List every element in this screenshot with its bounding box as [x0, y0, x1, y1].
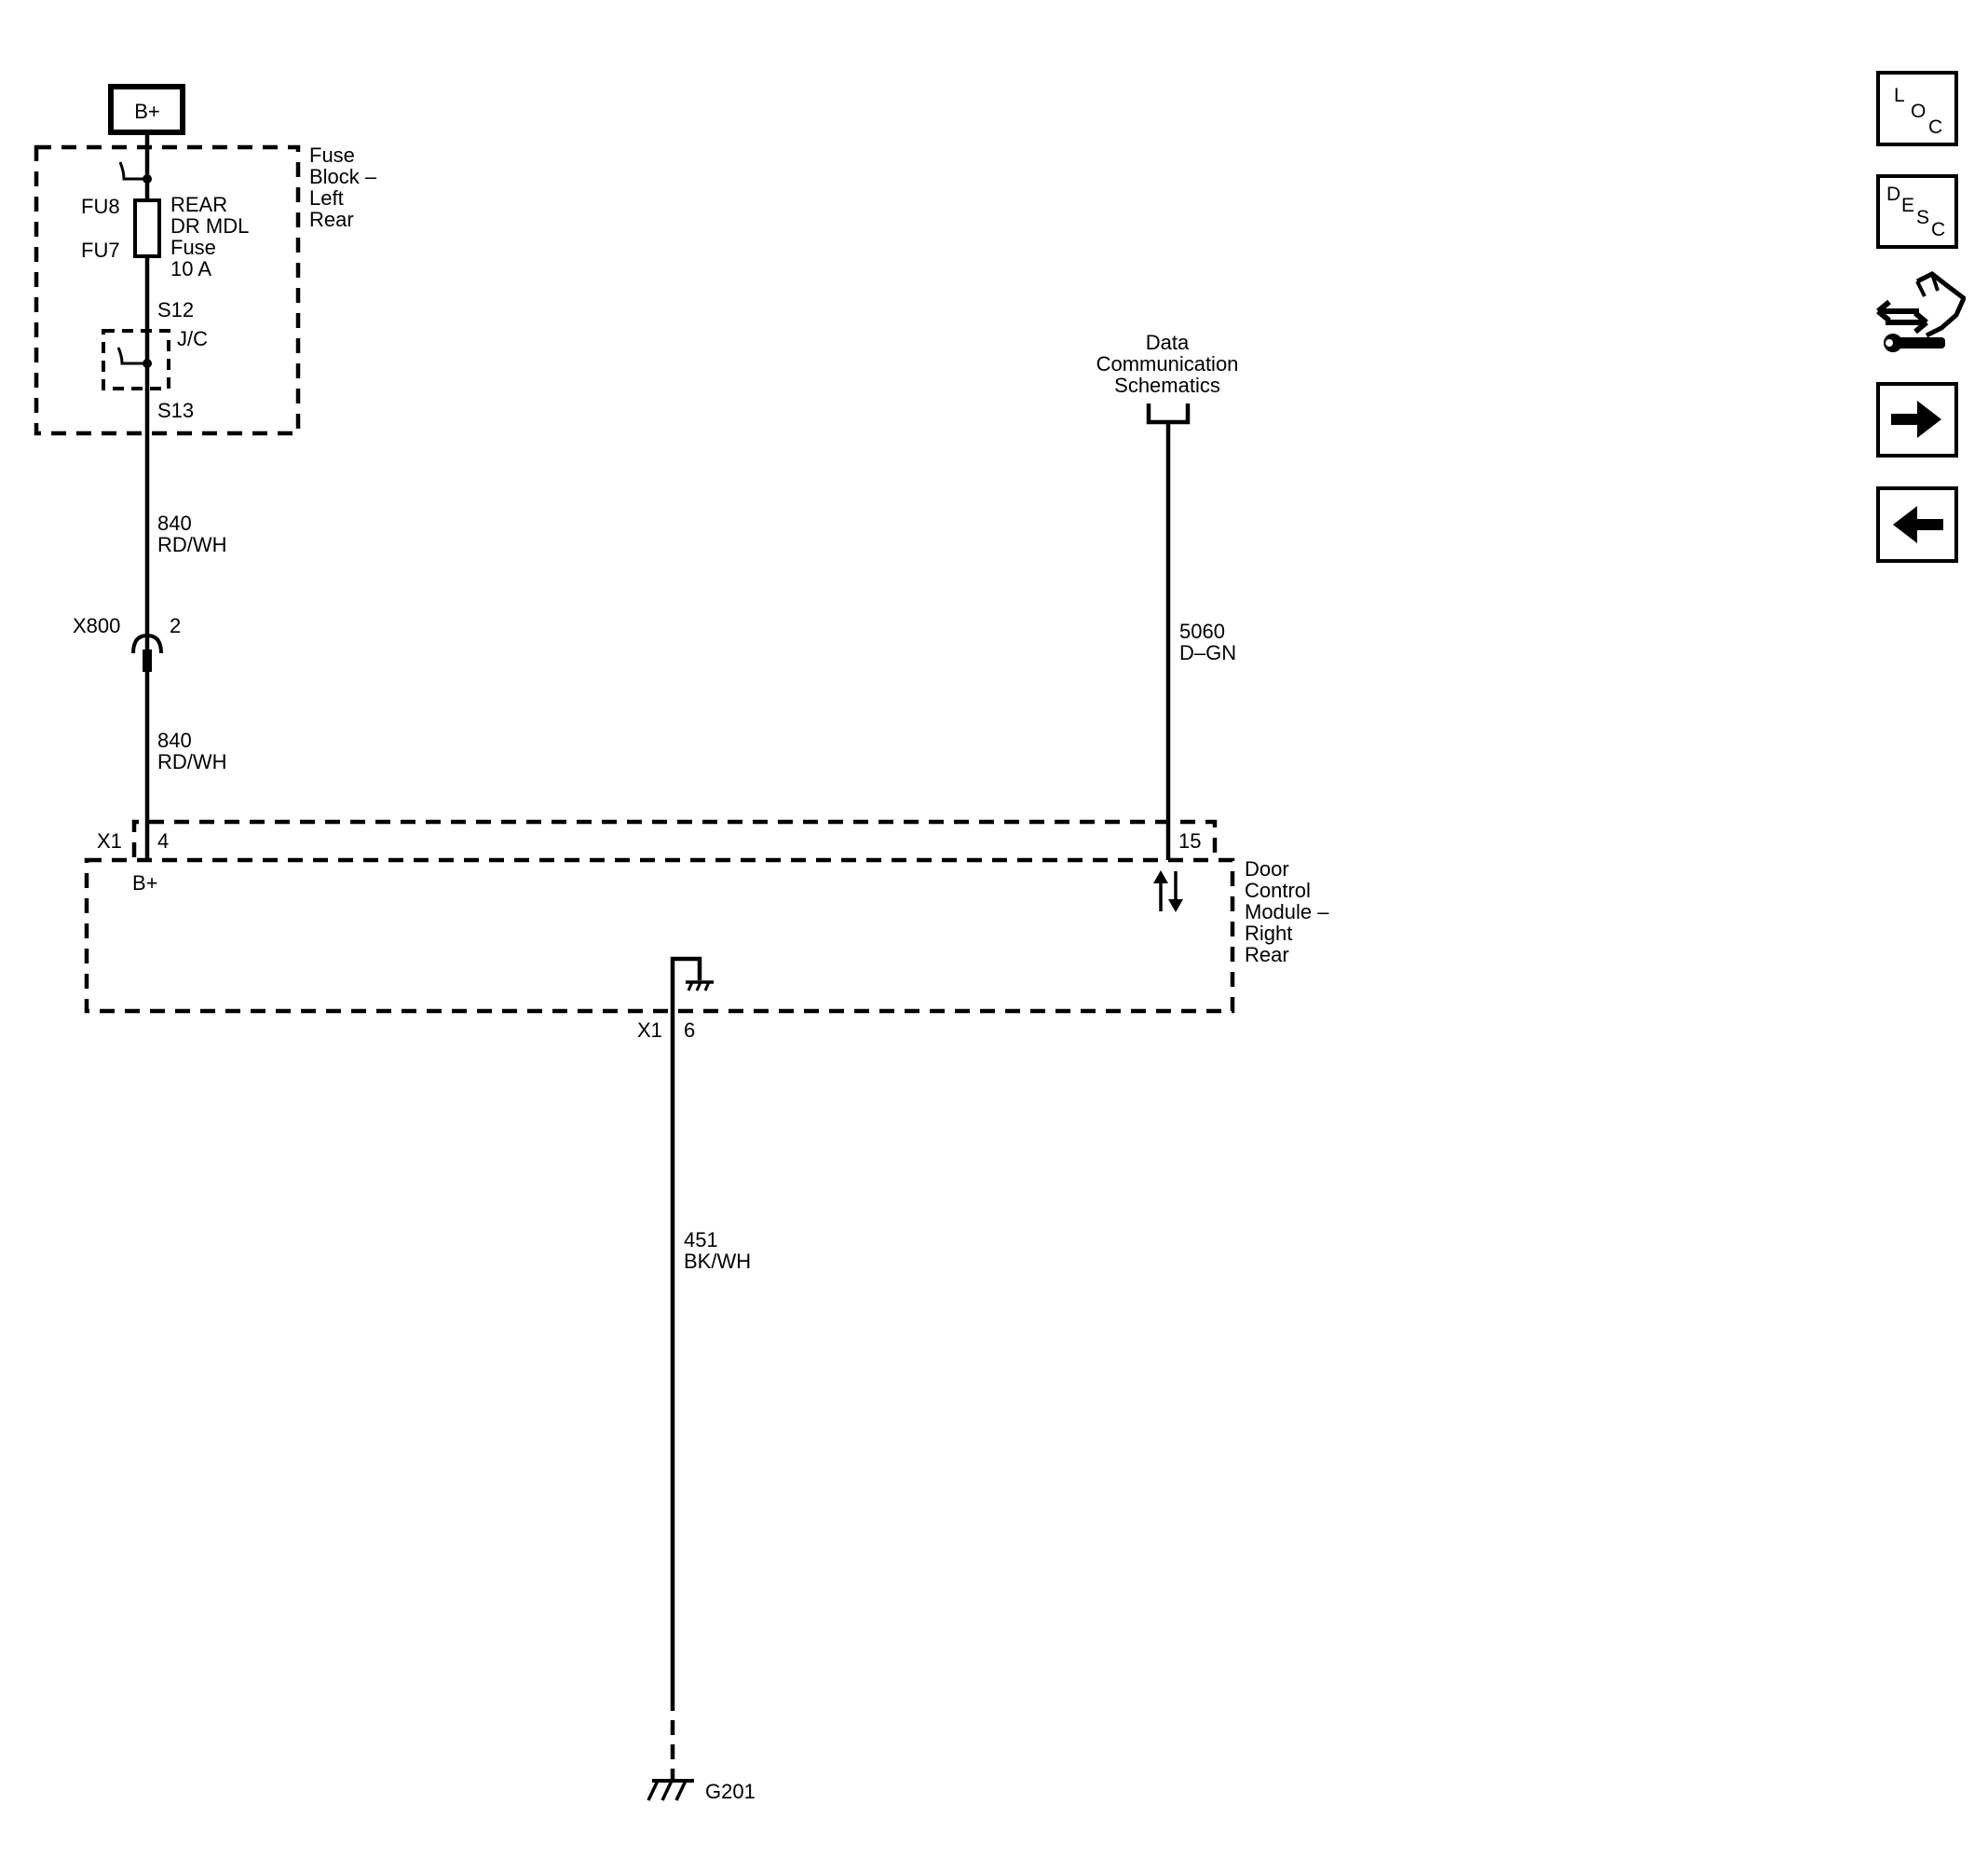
svg-text:REAR: REAR — [170, 193, 227, 216]
inline-connector-x800-pin: 2 — [170, 614, 181, 637]
door-control-module-name: Door Control Module – Right Rear — [1245, 857, 1329, 966]
fuse-symbol — [133, 198, 161, 258]
fuse-id-fu8: FU8 — [81, 195, 120, 218]
module-ground-connector-label: X1 — [637, 1018, 662, 1042]
inline-connector-x800 — [131, 633, 163, 672]
svg-text:Rear: Rear — [309, 208, 354, 231]
fuse-terminal-fu8 — [118, 161, 147, 181]
desc-letter-s: S — [1916, 207, 1930, 228]
wire-840-color-lower: RD/WH — [157, 750, 227, 773]
svg-text:Left: Left — [309, 186, 344, 210]
module-internal-ground — [670, 956, 702, 1011]
junction-connector-label: J/C — [177, 327, 208, 350]
module-pin-power-label: B+ — [132, 871, 158, 895]
splice-s12-label: S12 — [157, 298, 194, 321]
power-source-label: B+ — [134, 100, 160, 123]
svg-text:Control: Control — [1245, 879, 1311, 902]
wire-5060-color: D–GN — [1179, 641, 1236, 664]
module-pin-15: 15 — [1178, 829, 1201, 853]
loc-letter-l: L — [1894, 85, 1905, 106]
data-communication-reference: Data Communication Schematics — [1096, 331, 1239, 397]
svg-text:Module –: Module – — [1245, 900, 1329, 923]
svg-text:Right: Right — [1245, 922, 1292, 945]
ground-g201-label: G201 — [705, 1780, 756, 1803]
wire-451-color: BK/WH — [684, 1250, 751, 1273]
fuse-description: REAR DR MDL Fuse 10 A — [170, 193, 249, 280]
svg-text:Communication: Communication — [1096, 352, 1239, 376]
junction-connector-outline — [102, 329, 170, 390]
diagnostic-hand-wrench-button[interactable] — [1872, 270, 1968, 362]
loc-letter-o: O — [1911, 101, 1927, 122]
module-ground-symbol — [686, 980, 714, 991]
svg-text:DR MDL: DR MDL — [170, 214, 249, 238]
desc-letter-e: E — [1901, 195, 1915, 216]
bidirectional-data-arrows — [1153, 870, 1183, 912]
svg-text:Block –: Block – — [309, 165, 377, 188]
wire-840-circuit-lower: 840 — [157, 729, 192, 752]
wire-5060-circuit: 5060 — [1179, 620, 1225, 643]
wire-840-color-upper: RD/WH — [157, 533, 227, 556]
arrow-left-icon — [1893, 506, 1943, 543]
module-connector-x1-label: X1 — [97, 829, 122, 853]
location-button[interactable]: L O C — [1876, 71, 1958, 146]
svg-text:Fuse: Fuse — [309, 144, 355, 167]
desc-letter-c: C — [1931, 219, 1946, 240]
fuse-block-outline — [34, 144, 301, 436]
ground-g201-symbol — [647, 1779, 694, 1801]
module-pin-6: 6 — [684, 1018, 695, 1042]
module-connector-x1-outline — [131, 819, 1218, 857]
svg-text:Data: Data — [1146, 331, 1190, 354]
svg-text:Rear: Rear — [1245, 943, 1289, 966]
power-source-b-plus: B+ — [108, 84, 185, 135]
wire-451-circuit: 451 — [684, 1228, 718, 1251]
loc-letter-c: C — [1928, 116, 1943, 138]
svg-text:Door: Door — [1245, 857, 1289, 881]
description-button[interactable]: D E S C — [1876, 174, 1958, 249]
fuse-block-name: Fuse Block – Left Rear — [309, 144, 377, 231]
hand-wrench-icon — [1876, 271, 1968, 352]
previous-page-button[interactable] — [1876, 486, 1958, 563]
reference-bracket — [1146, 403, 1191, 425]
module-pin-4: 4 — [157, 829, 169, 853]
svg-text:Fuse: Fuse — [170, 236, 216, 259]
inline-connector-x800-label: X800 — [73, 614, 120, 637]
junction-connector-terminal — [116, 347, 147, 365]
splice-s13-label: S13 — [157, 399, 194, 422]
arrow-right-icon — [1891, 401, 1941, 438]
next-page-button[interactable] — [1876, 382, 1958, 458]
svg-text:Schematics: Schematics — [1114, 374, 1220, 397]
door-control-module-outline — [84, 857, 1235, 1014]
desc-letter-d: D — [1886, 184, 1901, 205]
fuse-id-fu7: FU7 — [81, 239, 120, 262]
svg-text:10 A: 10 A — [170, 257, 211, 280]
wire-840-circuit-upper: 840 — [157, 512, 192, 535]
